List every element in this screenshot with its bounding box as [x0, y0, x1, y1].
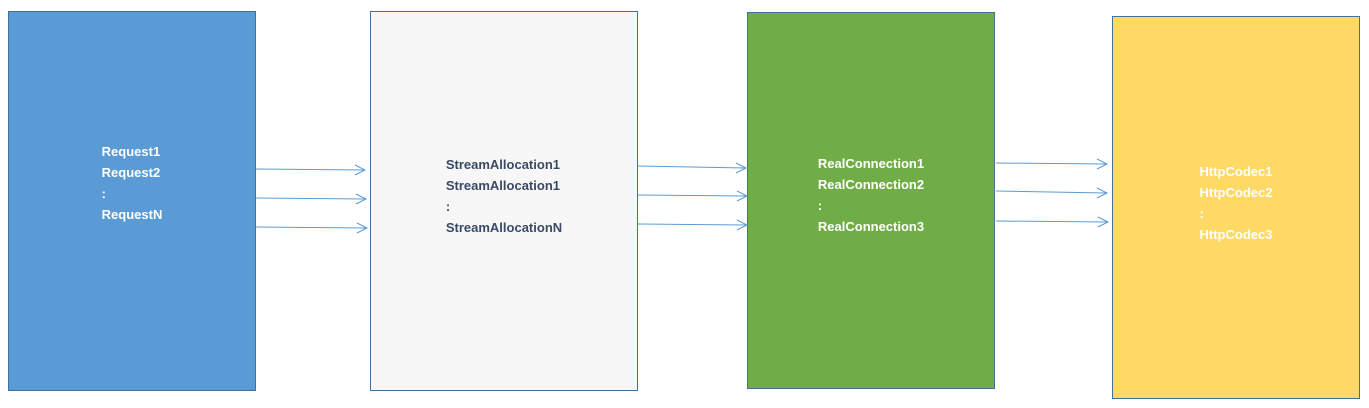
real-connection-line-3: RealConnection3 — [817, 219, 925, 234]
arrows-realconn-to-httpcodec — [995, 158, 1110, 228]
real-connection-box-lines: RealConnection1 RealConnection2 : RealCo… — [818, 153, 924, 237]
http-codec-box: HttpCodec1 HttpCodec2 : HttpCodec3 — [1112, 16, 1360, 399]
stream-allocation-line-ellipsis: : — [445, 199, 451, 214]
arrow-realconn-to-httpcodec-2 — [995, 187, 1109, 199]
http-codec-line-1: HttpCodec1 — [1199, 163, 1273, 179]
arrow-request-to-stream-1 — [255, 164, 367, 176]
request-line-ellipsis: : — [101, 185, 106, 201]
arrow-realconn-to-httpcodec-1 — [995, 158, 1109, 170]
http-codec-line-3: HttpCodec3 — [1199, 226, 1273, 242]
request-line-1: Request1 — [101, 143, 161, 159]
arrow-stream-to-realconn-3 — [637, 219, 749, 231]
http-codec-line-ellipsis: : — [1199, 205, 1204, 221]
stream-allocation-line-2: StreamAllocation1 — [445, 178, 560, 193]
request-line-2: Request2 — [101, 164, 161, 180]
arrow-stream-to-realconn-2 — [637, 190, 749, 202]
stream-allocation-box: StreamAllocation1 StreamAllocation1 : St… — [370, 11, 638, 391]
arrows-request-to-stream — [255, 164, 369, 234]
real-connection-line-2: RealConnection2 — [817, 177, 925, 192]
arrow-request-to-stream-3 — [255, 222, 369, 234]
stream-allocation-line-n: StreamAllocationN — [445, 220, 563, 235]
arrow-realconn-to-httpcodec-3 — [995, 216, 1110, 228]
http-codec-box-lines: HttpCodec1 HttpCodec2 : HttpCodec3 — [1200, 161, 1273, 245]
arrows-stream-to-realconn — [637, 162, 749, 231]
arrow-stream-to-realconn-1 — [637, 162, 748, 174]
real-connection-box: RealConnection1 RealConnection2 : RealCo… — [747, 12, 995, 389]
request-line-n: RequestN — [101, 206, 163, 222]
real-connection-line-1: RealConnection1 — [817, 156, 925, 171]
stream-allocation-line-1: StreamAllocation1 — [445, 157, 560, 172]
http-codec-line-2: HttpCodec2 — [1199, 184, 1273, 200]
arrow-request-to-stream-2 — [255, 193, 368, 205]
request-box: Request1 Request2 : RequestN — [8, 11, 256, 391]
stream-allocation-box-lines: StreamAllocation1 StreamAllocation1 : St… — [446, 154, 562, 238]
request-box-lines: Request1 Request2 : RequestN — [102, 141, 163, 225]
real-connection-line-ellipsis: : — [817, 198, 823, 213]
